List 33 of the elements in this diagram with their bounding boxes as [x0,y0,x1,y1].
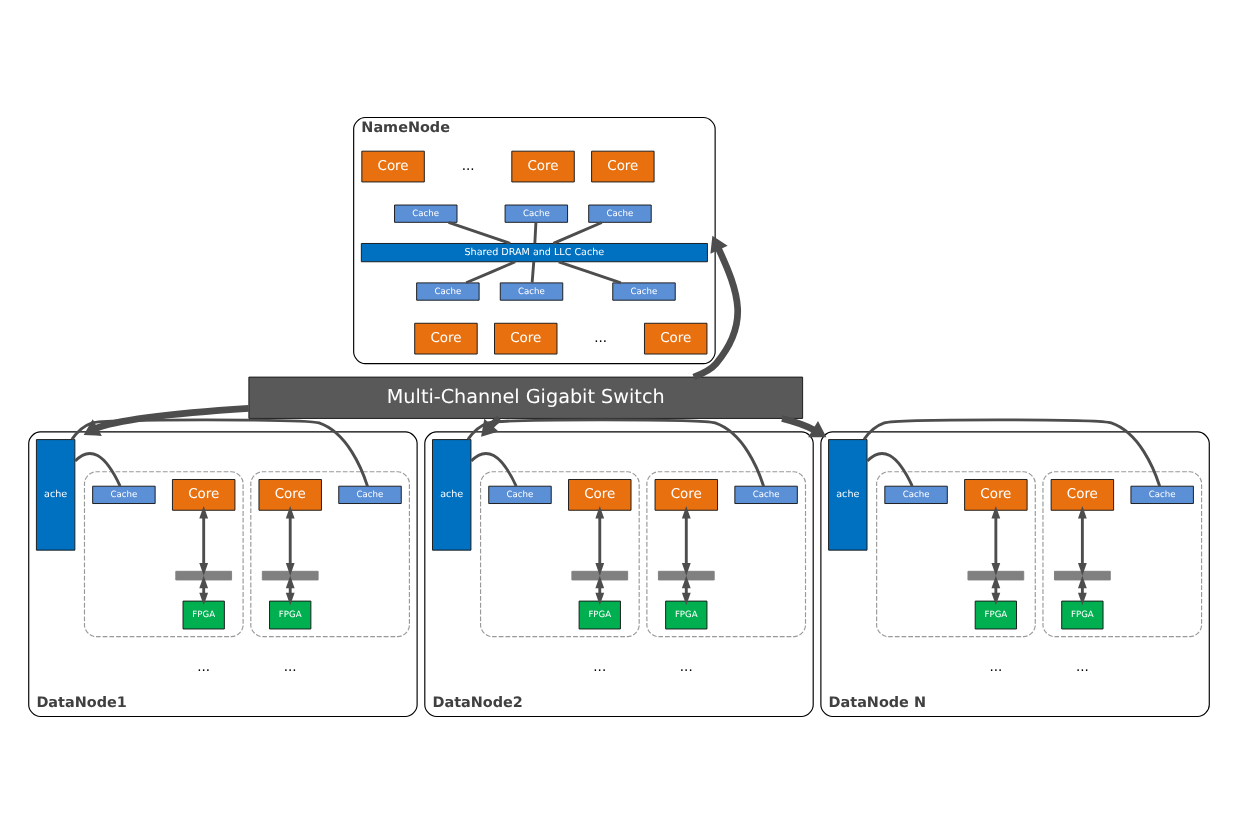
cluster [250,470,410,637]
cluster [876,470,1036,637]
connector [558,259,622,284]
connector [470,451,518,486]
connector [70,417,369,486]
connector [448,220,511,244]
connector [866,451,914,486]
connector [530,260,536,282]
arrow [83,404,249,435]
arrow [595,504,605,575]
node-box: Multi-Channel Gigabit Switch [248,375,804,418]
node-bar [1054,569,1111,580]
arrow [681,504,691,575]
arrow [991,504,1001,575]
connector [465,259,516,284]
connector [533,221,538,243]
cluster [646,470,807,637]
connector [74,451,122,486]
arrow [781,414,827,437]
node-bar [657,569,715,580]
cluster [480,470,640,637]
connector [552,220,603,244]
arrow [199,504,209,575]
connector [862,417,1162,486]
cluster [1042,470,1203,637]
arrow [285,504,295,575]
node-bar [967,569,1025,580]
node-bar [571,569,629,580]
arrow [1078,504,1087,575]
cluster [83,470,244,637]
connector [466,417,765,486]
node-bar [261,569,319,580]
node-bar [175,569,233,580]
